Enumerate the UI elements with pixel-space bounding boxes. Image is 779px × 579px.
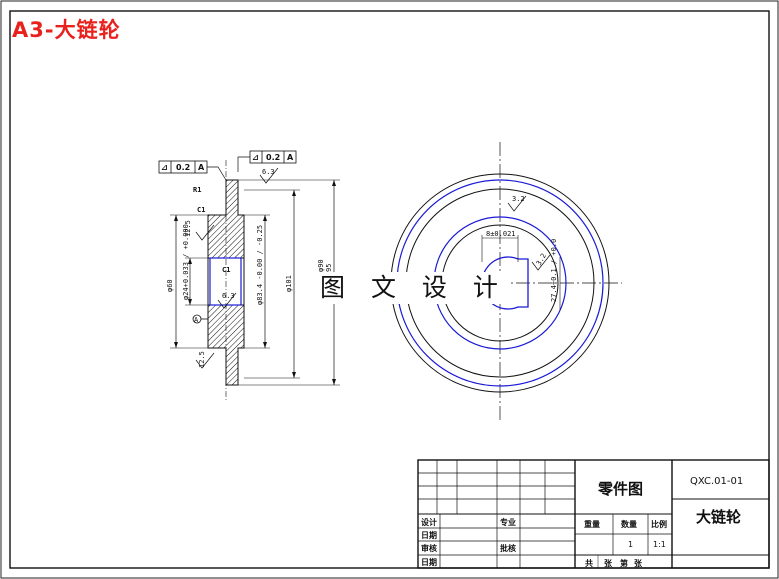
svg-text:φ101: φ101 bbox=[285, 275, 293, 292]
sheet-title: A3-大链轮 bbox=[12, 18, 121, 42]
svg-text:27.4+0.1 / +0.0: 27.4+0.1 / +0.0 bbox=[550, 239, 558, 302]
svg-text:0.2: 0.2 bbox=[266, 153, 280, 162]
svg-text:审核: 审核 bbox=[421, 543, 437, 553]
svg-text:12.5: 12.5 bbox=[198, 351, 206, 368]
svg-text:A: A bbox=[287, 153, 294, 162]
title-block-text: 零件图 QXC.01-01 大链轮 重量 数量 比例 1 1:1 设计 日期 审… bbox=[421, 476, 743, 568]
svg-text:零件图: 零件图 bbox=[597, 480, 643, 498]
svg-text:φ83.4 -0.00 / -0.25: φ83.4 -0.00 / -0.25 bbox=[256, 225, 264, 305]
svg-text:1: 1 bbox=[628, 540, 633, 549]
svg-text:专业: 专业 bbox=[500, 517, 516, 527]
svg-text:批核: 批核 bbox=[500, 543, 516, 553]
svg-text:重量: 重量 bbox=[584, 519, 600, 529]
svg-text:6.3: 6.3 bbox=[262, 168, 275, 176]
svg-text:φ60: φ60 bbox=[166, 279, 174, 292]
svg-text:日期: 日期 bbox=[421, 557, 437, 567]
inner-frame bbox=[9, 10, 770, 569]
svg-text:95: 95 bbox=[325, 264, 333, 272]
svg-text:6.3: 6.3 bbox=[222, 292, 235, 300]
tolerance-frame-1: ⊿ 0.2 A bbox=[158, 160, 227, 181]
svg-text:张: 张 bbox=[634, 559, 643, 568]
svg-text:R1: R1 bbox=[193, 186, 201, 194]
svg-text:1:1: 1:1 bbox=[653, 540, 666, 549]
svg-text:数量: 数量 bbox=[621, 519, 637, 529]
svg-text:C1: C1 bbox=[197, 206, 205, 214]
svg-text:大链轮: 大链轮 bbox=[696, 508, 741, 526]
svg-text:QXC.01-01: QXC.01-01 bbox=[690, 476, 743, 487]
svg-text:比例: 比例 bbox=[651, 519, 667, 529]
svg-text:第: 第 bbox=[620, 558, 628, 568]
svg-text:⊿: ⊿ bbox=[252, 153, 259, 162]
svg-text:C1: C1 bbox=[222, 266, 230, 274]
svg-text:设计: 设计 bbox=[421, 517, 437, 527]
svg-text:A: A bbox=[198, 163, 205, 172]
svg-text:3.2: 3.2 bbox=[512, 195, 525, 203]
svg-text:0.2: 0.2 bbox=[176, 163, 190, 172]
svg-text:12.5: 12.5 bbox=[184, 220, 192, 237]
title-block bbox=[417, 459, 770, 569]
watermark-text: 图 文 设 计 bbox=[316, 272, 511, 304]
keyway-slot bbox=[209, 257, 242, 306]
svg-text:日期: 日期 bbox=[421, 530, 437, 540]
svg-text:8±0.021: 8±0.021 bbox=[486, 230, 516, 238]
svg-text:φ90: φ90 bbox=[317, 259, 325, 272]
svg-text:共: 共 bbox=[585, 558, 593, 568]
section-view: ⊿ 0.2 A ⊿ 0.2 A 6.3 12.5 6.3 12.5 A bbox=[158, 150, 340, 400]
svg-text:A: A bbox=[194, 316, 199, 324]
svg-text:张: 张 bbox=[604, 559, 613, 568]
svg-text:⊿: ⊿ bbox=[161, 163, 168, 172]
tolerance-frame-2: ⊿ 0.2 A bbox=[237, 150, 297, 172]
svg-text:φ24+0.033 / +0.000: φ24+0.033 / +0.000 bbox=[182, 224, 190, 300]
